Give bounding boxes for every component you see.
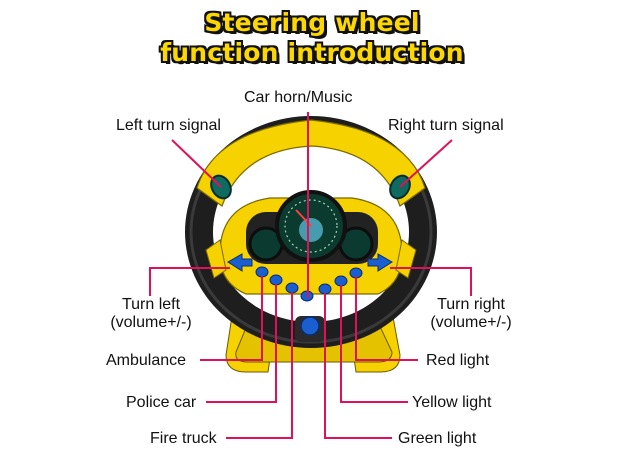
leader-ambulance [200,276,263,361]
title-line-2: function introduction [160,38,464,67]
turn-left-button [227,253,253,272]
leader-red [355,276,418,361]
leader-green [324,293,392,439]
leader-yellow [340,285,408,403]
gear-shift-knob [300,316,320,336]
label-turn-left: Turn left (volume+/-) [104,296,198,332]
ambulance-button [255,266,269,278]
label-horn: Car horn/Music [244,89,353,106]
yellow-light-button [334,275,348,287]
label-turn-right: Turn right (volume+/-) [424,296,518,332]
title-line-1: Steering wheel [204,8,420,37]
leader-right-signal [399,139,453,188]
turn-right-button [367,253,393,272]
fire-truck-button [285,282,299,294]
green-light-button [318,283,332,295]
leader-left-signal [171,139,222,188]
label-left-turn-signal: Left turn signal [116,117,221,134]
label-police-car: Police car [126,394,197,411]
label-turn-right-main: Turn right [437,296,505,313]
label-turn-right-volume: (volume+/-) [430,314,512,331]
label-right-turn-signal: Right turn signal [388,117,504,134]
label-green-light: Green light [398,430,477,447]
wheel-top-grip [196,119,426,207]
label-red-light: Red light [426,352,490,369]
label-ambulance: Ambulance [106,352,187,369]
label-turn-left-volume: (volume+/-) [110,314,192,331]
label-turn-left-main: Turn left [121,296,181,313]
label-fire-truck: Fire truck [150,430,217,447]
label-yellow-light: Yellow light [412,394,492,411]
leader-police [206,284,277,403]
leader-turn-left [149,267,230,296]
leader-lines [149,112,472,439]
leader-turn-right [390,267,472,296]
leader-fire [226,292,293,439]
police-button [269,274,283,286]
